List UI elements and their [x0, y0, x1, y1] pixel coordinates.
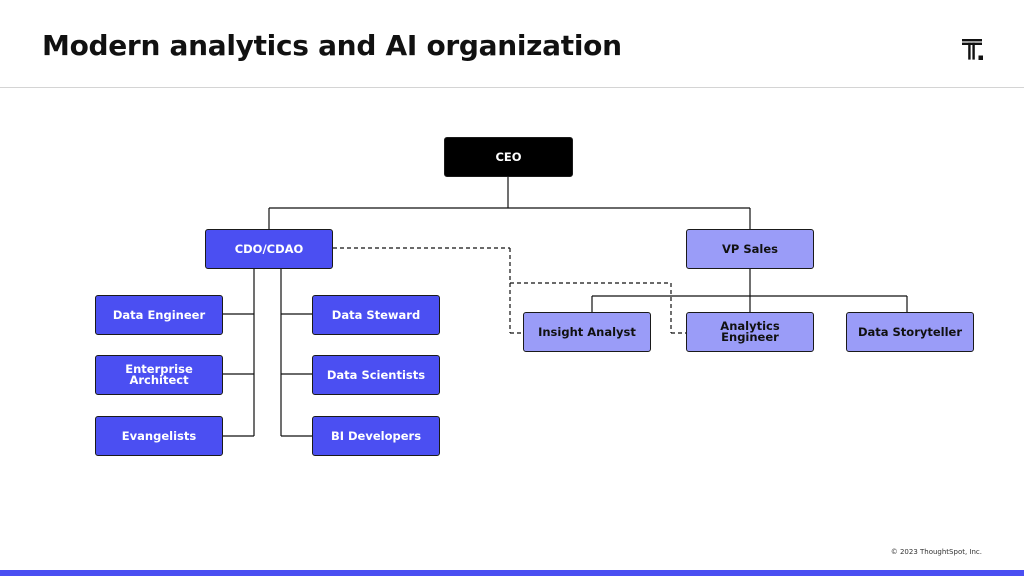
header-divider: [0, 87, 1024, 88]
evangelists-node: Evangelists: [95, 416, 223, 456]
thoughtspot-logo-icon: [962, 39, 983, 60]
insight-analyst-node: Insight Analyst: [523, 312, 651, 352]
ceo-node: CEO: [444, 137, 573, 177]
data-scientists-node: Data Scientists: [312, 355, 440, 395]
page-title: Modern analytics and AI organization: [42, 29, 622, 62]
data-storyteller-node: Data Storyteller: [846, 312, 974, 352]
footer-accent-bar: [0, 570, 1024, 576]
analytics-engineer-node: Analytics Engineer: [686, 312, 814, 352]
cdo-node: CDO/CDAO: [205, 229, 333, 269]
data-engineer-node: Data Engineer: [95, 295, 223, 335]
copyright-text: © 2023 ThoughtSpot, Inc.: [890, 548, 982, 556]
data-steward-node: Data Steward: [312, 295, 440, 335]
enterprise-architect-node: Enterprise Architect: [95, 355, 223, 395]
bi-developers-node: BI Developers: [312, 416, 440, 456]
vp-sales-node: VP Sales: [686, 229, 814, 269]
